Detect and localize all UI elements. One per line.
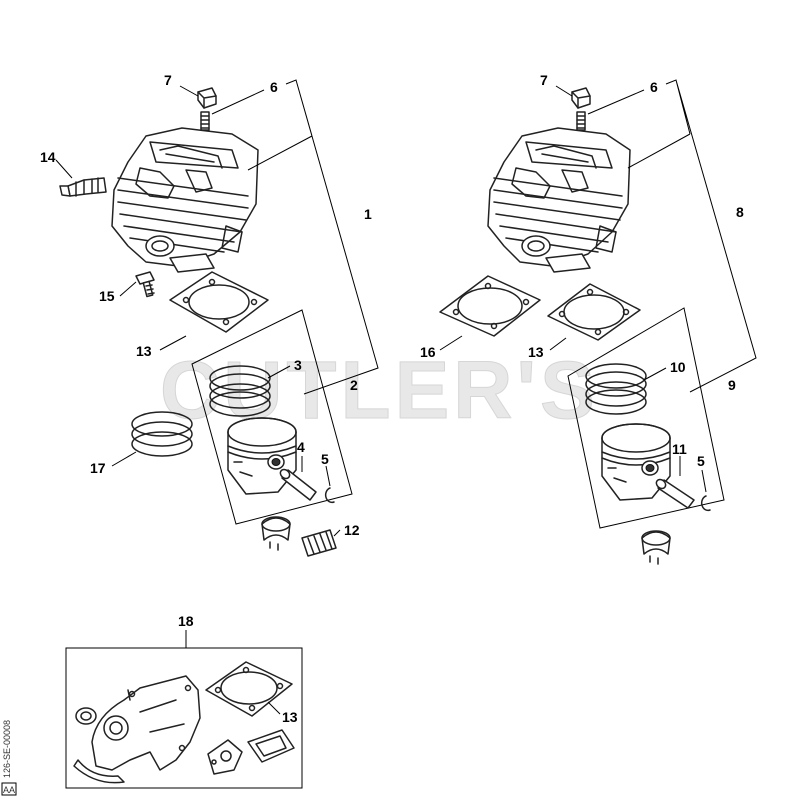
callout-k13: 13: [282, 709, 298, 725]
kit-muffler-gasket-part: [247, 729, 295, 763]
callout-k18: 18: [178, 613, 194, 629]
left-piston-pin-part: [279, 468, 317, 501]
right-cap-part: [571, 87, 591, 109]
right-valve-part: [576, 111, 586, 131]
kit-strip-gasket-part: [73, 759, 125, 784]
leader-r7: [555, 85, 573, 97]
callout-l12: 12: [344, 522, 360, 538]
left-screw-part: [135, 271, 155, 298]
right-piston-group-outline: [567, 307, 725, 529]
left-piston-rings-part: [209, 365, 271, 417]
callout-r8: 8: [736, 204, 744, 220]
left-piston-group-outline: [191, 309, 353, 525]
callout-l17: 17: [90, 460, 106, 476]
left-needle-cage-part: [301, 529, 337, 557]
left-ring-17-part: [131, 411, 193, 457]
callout-r10: 10: [670, 359, 686, 375]
leader-l7: [179, 85, 199, 97]
leader-l12: [333, 529, 341, 537]
drawing-tag-box: [1, 782, 17, 796]
callout-l7: 7: [164, 72, 172, 88]
kit-crankcase-gasket-part: [91, 675, 201, 771]
leader-l14: [55, 159, 73, 179]
right-gasket-13-part: [547, 283, 641, 341]
left-bearing-part: [261, 516, 291, 551]
left-cylinder-part: [111, 127, 259, 273]
leader-l13: [159, 335, 187, 351]
callout-l3: 3: [294, 357, 302, 373]
callout-l1: 1: [364, 206, 372, 222]
callout-r13: 13: [528, 344, 544, 360]
leader-l17: [111, 451, 137, 467]
right-piston-pin-part: [655, 478, 695, 509]
left-valve-part: [200, 111, 210, 131]
right-circlip-part: [700, 495, 711, 512]
watermark-text: CUTLER'S: [160, 345, 599, 436]
right-cylinder-bracket: [627, 79, 757, 393]
callout-r5: 5: [697, 453, 705, 469]
right-bearing-part: [641, 530, 671, 565]
left-gasket-part: [169, 271, 269, 333]
callout-l2: 2: [350, 377, 358, 393]
leader-r16: [439, 335, 463, 351]
leader-l6: [211, 89, 265, 115]
kit-base-gasket-part: [205, 661, 293, 717]
left-piston-part: [227, 417, 297, 495]
callout-r6: 6: [650, 79, 658, 95]
callout-l13: 13: [136, 343, 152, 359]
leader-l15: [119, 281, 137, 297]
left-cylinder-bracket: [247, 79, 379, 395]
left-cap-part: [197, 87, 217, 109]
leader-l3: [267, 365, 291, 379]
kit-small-gasket-part: [207, 739, 243, 775]
leader-r6: [587, 89, 645, 115]
callout-l6: 6: [270, 79, 278, 95]
right-piston-part: [601, 423, 671, 501]
callout-l15: 15: [99, 288, 115, 304]
drawing-code: 126-SE-00008: [2, 720, 12, 778]
callout-r11: 11: [672, 441, 687, 457]
leader-r10: [643, 367, 667, 381]
left-circlip-part: [324, 487, 335, 504]
right-cylinder-part: [487, 127, 631, 273]
callout-l4: 4: [297, 439, 305, 455]
callout-r16: 16: [420, 344, 436, 360]
right-gasket-16-part: [439, 275, 541, 337]
callout-l5: 5: [321, 451, 329, 467]
callout-r9: 9: [728, 377, 736, 393]
left-spark-plug-part: [59, 177, 107, 197]
kit-seal-ring-part: [75, 707, 97, 725]
drawing-tag: AA: [3, 785, 15, 795]
leader-l5: [325, 465, 331, 487]
callout-r7: 7: [540, 72, 548, 88]
leader-k13: [267, 701, 281, 715]
callout-l14: 14: [40, 149, 56, 165]
leader-r13: [549, 337, 567, 351]
leader-r5: [701, 469, 707, 493]
right-piston-rings-part: [585, 363, 647, 415]
gasket-kit-outline: [65, 647, 303, 789]
